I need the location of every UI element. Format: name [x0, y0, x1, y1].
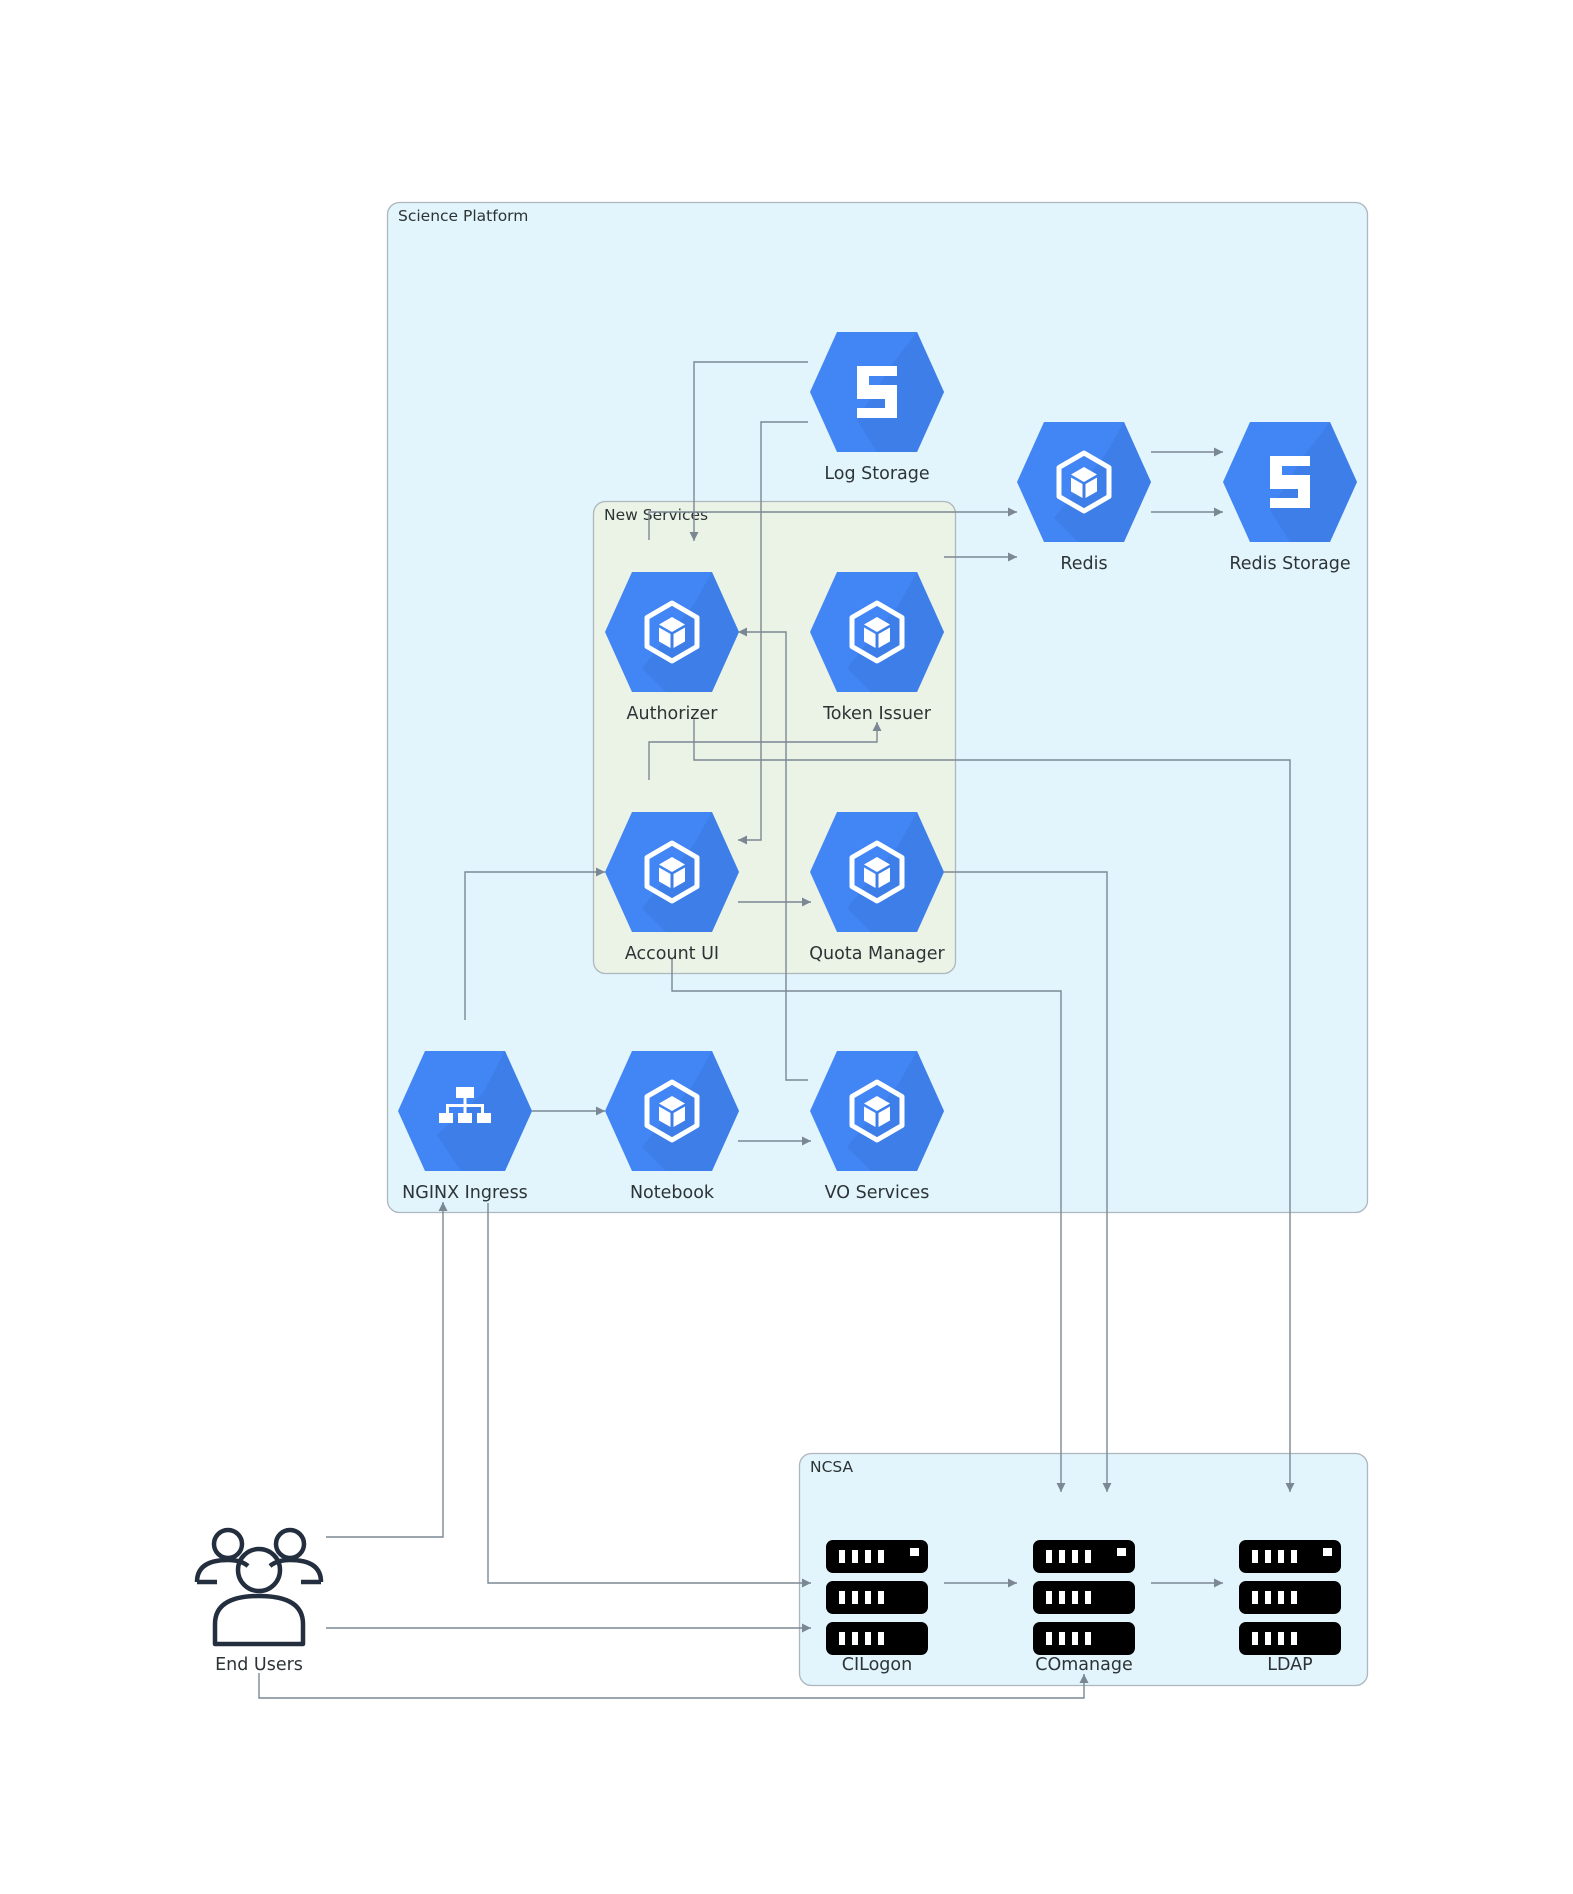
kubernetes-cube-icon — [810, 812, 944, 932]
kubernetes-cube-icon — [810, 1051, 944, 1171]
edge-nginx-account-ui — [464, 867, 605, 1020]
node-label: Notebook — [630, 1183, 715, 1203]
node-label: Token Issuer — [822, 704, 932, 724]
storage-icon — [810, 332, 944, 452]
server-rack-icon — [826, 1540, 928, 1655]
node-quota-manager[interactable]: Quota Manager — [809, 812, 945, 964]
kubernetes-cube-icon — [605, 812, 739, 932]
edge-end-users-comanage — [258, 1673, 1089, 1699]
load-balancer-icon — [398, 1051, 532, 1171]
edge-authorizer-ldap — [693, 718, 1295, 1492]
server-rack-icon — [1239, 1540, 1341, 1655]
edge-log-storage-account-ui — [738, 421, 808, 845]
node-label: CILogon — [842, 1655, 912, 1675]
edges — [258, 361, 1295, 1699]
cluster-science-platform-label: Science Platform — [398, 207, 528, 225]
kubernetes-cube-icon — [605, 1051, 739, 1171]
edge-account-ui-token-issuer — [648, 722, 882, 780]
edge-account-ui-comanage — [671, 958, 1066, 1492]
cluster-new-services-label: New Services — [604, 506, 708, 524]
node-ldap[interactable]: LDAP — [1239, 1540, 1341, 1675]
node-vo-services[interactable]: VO Services — [810, 1051, 944, 1203]
kubernetes-cube-icon — [1017, 422, 1151, 542]
node-label: COmanage — [1035, 1655, 1132, 1675]
kubernetes-cube-icon — [810, 572, 944, 692]
node-label: Log Storage — [824, 464, 929, 484]
node-token-issuer[interactable]: Token Issuer — [810, 572, 944, 724]
node-cilogon[interactable]: CILogon — [826, 1540, 928, 1675]
kubernetes-cube-icon — [605, 572, 739, 692]
node-comanage[interactable]: COmanage — [1033, 1540, 1135, 1675]
server-rack-icon — [1033, 1540, 1135, 1655]
node-label: End Users — [215, 1655, 303, 1675]
node-label: VO Services — [825, 1183, 930, 1203]
node-label: Quota Manager — [809, 944, 945, 964]
node-label: Authorizer — [627, 704, 719, 724]
node-redis-storage[interactable]: Redis Storage — [1223, 422, 1357, 574]
node-label: Redis Storage — [1229, 554, 1350, 574]
edge-quota-manager-comanage — [944, 871, 1112, 1492]
node-label: LDAP — [1267, 1655, 1312, 1675]
node-authorizer[interactable]: Authorizer — [605, 572, 739, 724]
node-nginx-ingress[interactable]: NGINX Ingress — [398, 1051, 532, 1203]
edge-log-storage-authorizer — [689, 361, 808, 541]
edge-end-users-nginx — [326, 1202, 448, 1538]
edge-vo-services-authorizer — [738, 627, 808, 1081]
edge-authorizer-redis — [648, 507, 1017, 540]
node-log-storage[interactable]: Log Storage — [810, 332, 944, 484]
node-label: Redis — [1060, 554, 1107, 574]
edge-nginx-cilogon — [487, 1203, 811, 1588]
node-notebook[interactable]: Notebook — [605, 1051, 739, 1203]
users-icon — [197, 1530, 321, 1644]
node-label: NGINX Ingress — [402, 1183, 528, 1203]
storage-icon — [1223, 422, 1357, 542]
node-end-users[interactable]: End Users — [197, 1530, 321, 1675]
cluster-ncsa-label: NCSA — [810, 1458, 854, 1476]
node-redis[interactable]: Redis — [1017, 422, 1151, 574]
node-label: Account UI — [625, 944, 719, 964]
node-account-ui[interactable]: Account UI — [605, 812, 739, 964]
